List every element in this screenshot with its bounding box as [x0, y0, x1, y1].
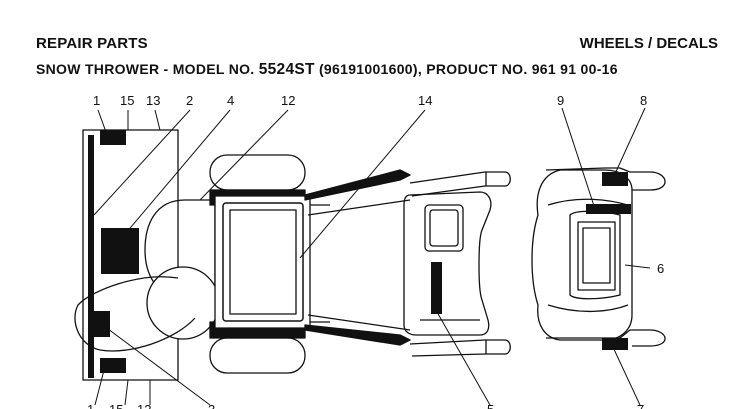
leader-lines	[93, 107, 651, 406]
callout-5: 5	[487, 402, 494, 409]
callout-4: 4	[227, 93, 234, 108]
model-number: 5524ST	[258, 61, 315, 78]
side-decal-panel	[82, 129, 179, 381]
callout-15-top: 15	[120, 93, 134, 108]
page-title: REPAIR PARTS	[36, 35, 148, 52]
callout-2-top: 2	[186, 93, 193, 108]
callout-labels: 1 15 13 2 4 12 14 9 8 6 1 15 12 3 5 7	[87, 93, 664, 409]
decal-7	[602, 338, 628, 350]
decal-1-top	[100, 130, 126, 145]
callout-7: 7	[637, 402, 644, 409]
subtitle-suffix: (96191001600), PRODUCT NO. 961 91 00-16	[314, 61, 618, 77]
handle-bars	[409, 171, 511, 357]
chassis	[209, 169, 411, 346]
wheel-left-top	[209, 154, 306, 191]
dashboard	[403, 191, 492, 336]
callout-8: 8	[640, 93, 647, 108]
callout-12-top: 12	[281, 93, 295, 108]
callout-6: 6	[657, 261, 664, 276]
decal-4	[101, 228, 139, 274]
decal-9	[586, 204, 631, 214]
decal-3	[93, 311, 110, 337]
callout-1-top: 1	[93, 93, 100, 108]
callout-1-bottom: 1	[87, 402, 94, 409]
engine-housing	[74, 199, 220, 352]
decal-5	[431, 262, 442, 314]
callout-13-top: 13	[146, 93, 160, 108]
subtitle-prefix: SNOW THROWER - MODEL NO.	[36, 61, 259, 77]
callout-14: 14	[418, 93, 432, 108]
decal-8	[602, 172, 628, 186]
wheel-left-bottom	[209, 337, 306, 374]
callout-9: 9	[557, 93, 564, 108]
section-title: WHEELS / DECALS	[579, 35, 718, 52]
front-auger-housing	[531, 167, 666, 350]
decal-1-bottom	[100, 358, 126, 373]
callout-15-bottom: 15	[109, 402, 123, 409]
callout-3: 3	[208, 402, 215, 409]
model-subtitle: SNOW THROWER - MODEL NO. 5524ST (9619100…	[36, 61, 618, 79]
callout-12-bottom: 12	[137, 402, 151, 409]
